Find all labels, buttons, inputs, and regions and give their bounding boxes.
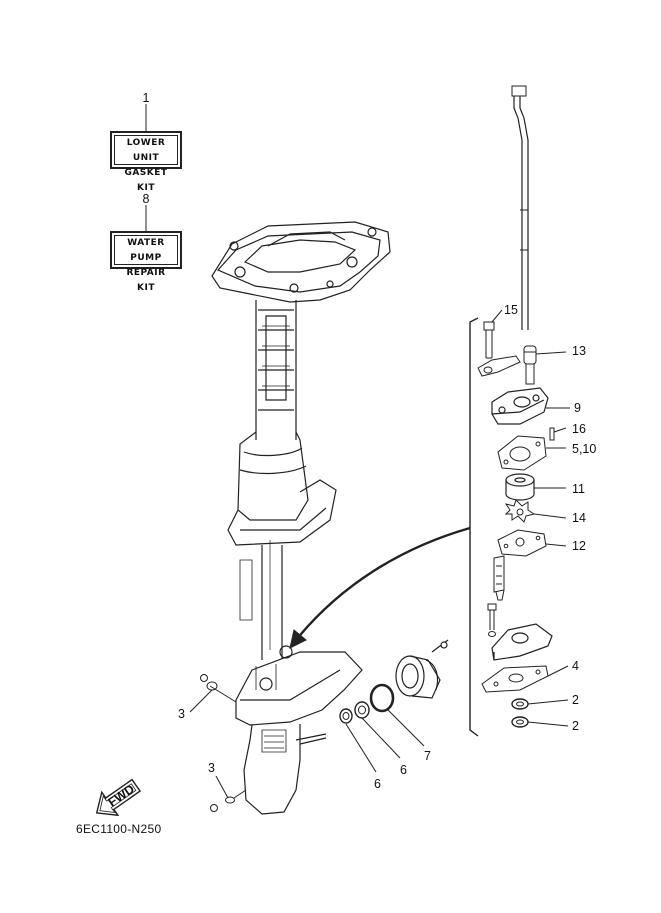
pin-16-illustration <box>549 427 555 441</box>
callout-1: 1 <box>143 91 150 105</box>
callout-3: 3 <box>178 707 185 721</box>
gasket-5-10-illustration <box>497 435 547 471</box>
pump-base-bolt-illustration <box>487 603 497 637</box>
callout-5-10: 5,10 <box>572 442 596 456</box>
kit-label-line1: WATER PUMP <box>127 238 165 263</box>
kit-label-line2: GASKET KIT <box>124 168 168 193</box>
propeller-housing-illustration <box>395 639 449 699</box>
pump-bolt-15-illustration <box>483 321 495 359</box>
callout-16: 16 <box>572 422 586 436</box>
drive-shaft-key-illustration <box>493 555 505 601</box>
callout-6: 6 <box>400 763 407 777</box>
callout-4: 4 <box>572 659 579 673</box>
callout-2: 2 <box>572 719 579 733</box>
o-ring-7-illustration <box>369 683 395 713</box>
oil-seal-6b-illustration <box>354 701 370 719</box>
gasket-4-illustration <box>481 665 549 693</box>
callout-12: 12 <box>572 539 586 553</box>
oil-seal-2b-illustration <box>511 716 529 728</box>
lower-unit-gasket-kit-box: LOWER UNIT GASKET KIT <box>110 131 182 193</box>
callout-14: 14 <box>572 511 586 525</box>
oil-seal-6-illustration <box>339 708 353 724</box>
assembly-arrow <box>295 526 471 641</box>
impeller-14-illustration <box>504 499 536 523</box>
callout-11: 11 <box>572 482 585 496</box>
outer-plate-12-illustration <box>497 529 547 557</box>
diagram-code: 6EC1100-N250 <box>76 822 162 836</box>
callout-7: 7 <box>424 749 431 763</box>
plate-clip-illustration <box>477 355 521 377</box>
oil-seal-2a-illustration <box>511 698 529 710</box>
lower-unit-illustration <box>235 645 363 815</box>
bolt-washer-lower-illustration <box>210 789 247 812</box>
callout-3: 3 <box>208 761 215 775</box>
kit-label-line2: REPAIR KIT <box>126 268 166 293</box>
callout-6: 6 <box>374 777 381 791</box>
callout-13: 13 <box>572 344 586 358</box>
callout-2: 2 <box>572 693 579 707</box>
pump-base-illustration <box>491 623 553 661</box>
callout-15: 15 <box>504 303 518 317</box>
kit-label-line1: LOWER UNIT <box>126 138 166 163</box>
water-tube-illustration <box>511 85 529 330</box>
water-pump-repair-kit-box: WATER PUMP REPAIR KIT <box>110 231 182 293</box>
upper-casing-illustration <box>211 221 391 660</box>
assembly-arrow-head <box>289 629 307 649</box>
group-bracket <box>469 317 479 737</box>
callout-8: 8 <box>143 192 150 206</box>
pump-housing-9-illustration <box>491 387 549 425</box>
fwd-arrow-icon: FWD <box>95 778 142 817</box>
bolt-washer-upper-illustration <box>200 674 237 703</box>
grommet-13-illustration <box>523 345 537 385</box>
insert-cartridge-11-illustration <box>505 473 535 501</box>
callout-9: 9 <box>574 401 581 415</box>
